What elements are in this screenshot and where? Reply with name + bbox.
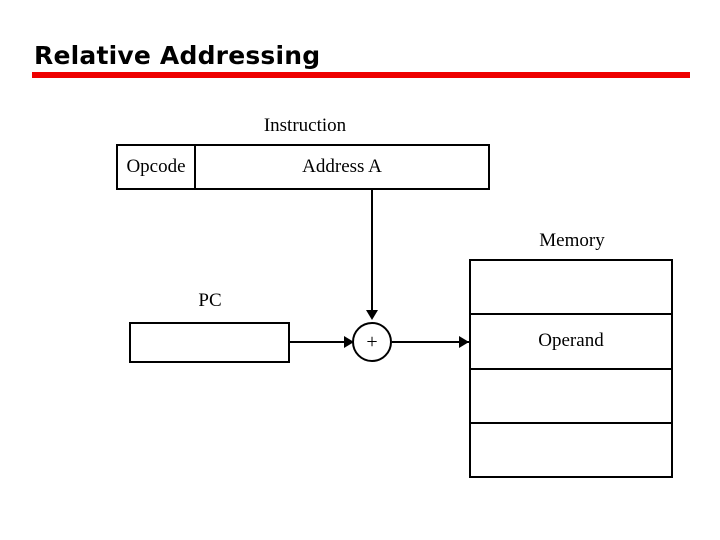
pc-to-adder-arrowhead-icon	[344, 336, 354, 348]
title-underline-rule	[32, 72, 690, 78]
adder-to-memory-line	[392, 341, 470, 343]
instruction-address-field: Address A	[302, 156, 382, 177]
instruction-opcode-field: Opcode	[118, 146, 196, 188]
instruction-word-box: Opcode Address A	[116, 144, 490, 190]
address-to-adder-line	[371, 190, 373, 312]
pc-to-adder-line	[290, 341, 354, 343]
memory-row	[471, 261, 671, 316]
page-title: Relative Addressing	[34, 41, 321, 70]
pc-label: PC	[198, 290, 222, 311]
address-to-adder-arrowhead-icon	[366, 310, 378, 320]
memory-row	[471, 424, 671, 476]
memory-block: Operand	[469, 259, 673, 478]
adder-node: +	[352, 322, 392, 362]
memory-label: Memory	[539, 230, 605, 251]
plus-icon: +	[366, 331, 378, 353]
memory-row-operand: Operand	[471, 315, 671, 370]
pc-register-box	[129, 322, 290, 363]
instruction-label: Instruction	[263, 115, 347, 136]
adder-to-memory-arrowhead-icon	[459, 336, 469, 348]
memory-row	[471, 370, 671, 424]
